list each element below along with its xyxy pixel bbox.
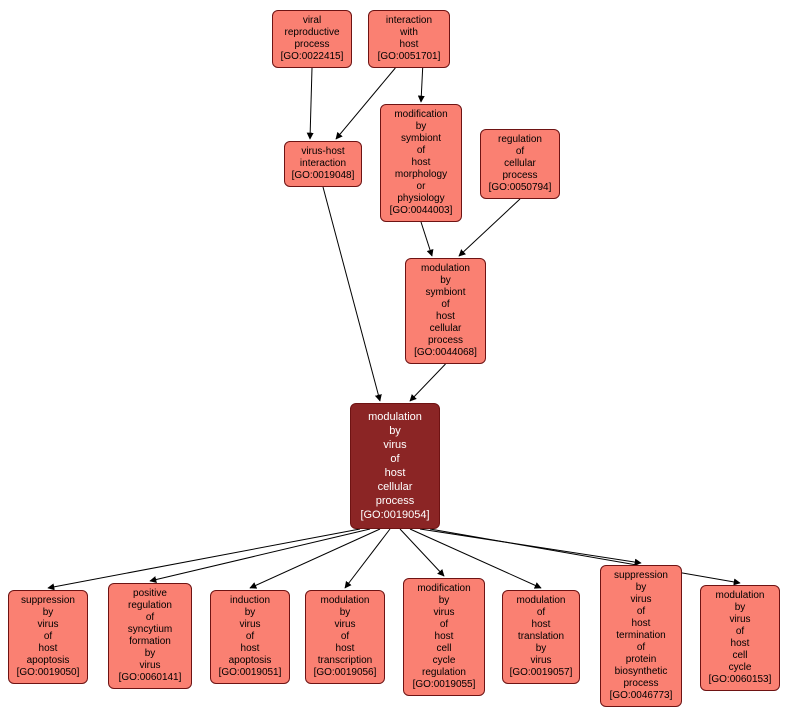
go-node-positive-regulation-syncytium[interactable]: positive regulation of syncytium formati… bbox=[108, 583, 192, 689]
edge-n0019054-to-n0046773 bbox=[419, 528, 642, 566]
go-node-regulation-of-cellular-process[interactable]: regulation of cellular process [GO:00507… bbox=[480, 129, 560, 199]
edge-n0019054-to-n0019051 bbox=[249, 528, 381, 589]
go-node-modulation-host-transcription[interactable]: modulation by virus of host transcriptio… bbox=[305, 590, 385, 684]
edge-n0051701-to-n0044003 bbox=[417, 67, 425, 103]
go-node-modification-cell-cycle-regulation[interactable]: modification by virus of host cell cycle… bbox=[403, 578, 485, 696]
go-node-modulation-host-cell-cycle[interactable]: modulation by virus of host cell cycle [… bbox=[700, 585, 780, 691]
go-node-modulation-by-symbiont[interactable]: modulation by symbiont of host cellular … bbox=[405, 258, 486, 364]
go-node-suppression-protein-biosynthesis[interactable]: suppression by virus of host termination… bbox=[600, 565, 682, 707]
edge-n0019054-to-n0060141 bbox=[149, 528, 371, 583]
go-node-induction-host-apoptosis[interactable]: induction by virus of host apoptosis [GO… bbox=[210, 590, 290, 684]
go-node-virus-host-interaction[interactable]: virus-host interaction [GO:0019048] bbox=[284, 141, 362, 187]
edge-n0022415-to-n0019048 bbox=[306, 67, 314, 140]
edge-n0044068-to-n0019054 bbox=[409, 363, 446, 402]
go-node-interaction-with-host[interactable]: interaction with host [GO:0051701] bbox=[368, 10, 450, 68]
edge-n0019054-to-n0060153 bbox=[429, 528, 741, 586]
go-node-modulation-by-virus-focus[interactable]: modulation by virus of host cellular pro… bbox=[350, 403, 440, 529]
edge-n0044003-to-n0044068 bbox=[420, 221, 434, 257]
go-node-modulation-host-translation[interactable]: modulation of host translation by virus … bbox=[502, 590, 580, 684]
edge-n0050794-to-n0044068 bbox=[458, 198, 521, 257]
go-node-viral-reproductive-process[interactable]: viral reproductive process [GO:0022415] bbox=[272, 10, 352, 68]
go-node-suppression-host-apoptosis[interactable]: suppression by virus of host apoptosis [… bbox=[8, 590, 88, 684]
edge-n0019054-to-n0019056 bbox=[344, 528, 391, 589]
edge-n0019054-to-n0019055 bbox=[399, 528, 445, 577]
edge-n0019054-to-n0019050 bbox=[47, 528, 361, 591]
go-node-modification-by-symbiont[interactable]: modification by symbiont of host morphol… bbox=[380, 104, 462, 222]
edge-n0019048-to-n0019054 bbox=[322, 186, 382, 402]
